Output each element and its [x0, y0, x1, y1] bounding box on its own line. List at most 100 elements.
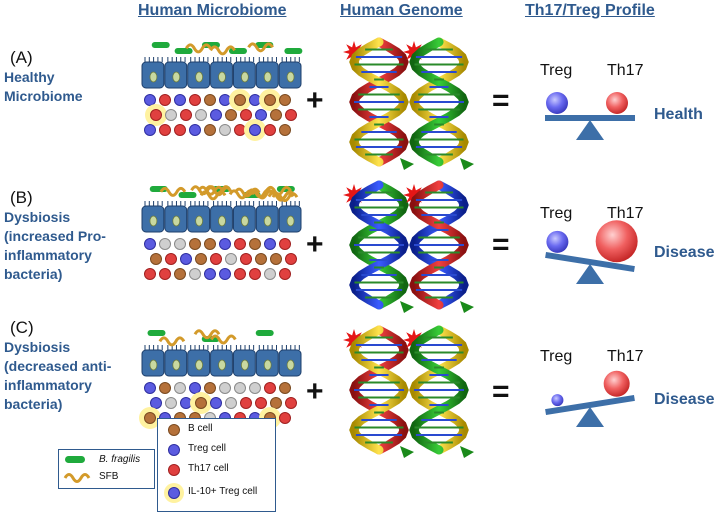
immune-cell [144, 382, 156, 394]
row-b-letter: (B) [10, 188, 33, 207]
immune-cell [219, 238, 231, 250]
nucleus [195, 215, 204, 227]
immune-cell [174, 268, 186, 280]
immune-cell [204, 268, 216, 280]
balance-scales [545, 92, 638, 427]
immune-cell [234, 94, 246, 106]
header-genome: Human Genome [340, 2, 463, 19]
treg-label-a: Treg [540, 62, 573, 79]
microbiome-panels [139, 42, 303, 429]
outcome-disease-c: Disease [654, 391, 715, 408]
immune-cell [144, 412, 156, 424]
immune-cell [234, 382, 246, 394]
arrow-tip-icon [460, 301, 474, 313]
dna-helix-2 [343, 180, 414, 313]
sfb-icon [63, 473, 91, 483]
sfb-bacterium [267, 191, 295, 202]
th17-label-a: Th17 [607, 62, 644, 79]
immune-cell [219, 382, 231, 394]
immune-cell [285, 397, 297, 409]
immune-cell [210, 397, 222, 409]
immune-cell [219, 124, 231, 136]
row-a-desc-1: Healthy [4, 69, 55, 85]
immune-cell [204, 94, 216, 106]
row-b-desc-3: inflammatory [4, 247, 92, 263]
immune-cell [225, 397, 237, 409]
treg-ball [546, 230, 569, 253]
th17-ball [595, 220, 638, 263]
immune-cell [285, 109, 297, 121]
th17-ball [606, 92, 628, 114]
outcome-disease-b: Disease [654, 244, 715, 261]
immune-cell [264, 382, 276, 394]
scale-beam [545, 394, 635, 416]
immune-cell [144, 238, 156, 250]
equals-sign-c: = [492, 375, 510, 408]
row-c-desc-2: (decreased anti- [4, 358, 112, 374]
row-a-desc-2: Microbiome [4, 88, 83, 104]
immune-cell [189, 124, 201, 136]
scale-a [545, 92, 635, 140]
immune-cell [264, 124, 276, 136]
sfb-bacterium [210, 334, 237, 345]
nucleus [149, 71, 158, 83]
immune-cell [204, 124, 216, 136]
nucleus [149, 215, 158, 227]
microbiome-panel-a [141, 42, 303, 141]
nucleus [240, 215, 249, 227]
microbiome-panel-c [139, 329, 302, 429]
row-c-desc-3: inflammatory [4, 377, 92, 393]
plus-sign-b: + [306, 228, 324, 261]
immune-cell [174, 382, 186, 394]
nucleus [263, 71, 272, 83]
sfb-bacterium [185, 43, 212, 54]
immune-cell [249, 382, 261, 394]
immune-cell [189, 382, 201, 394]
immune-cell [144, 268, 156, 280]
legend-bfragilis-label: B. fragilis [99, 454, 141, 465]
immune-cell [165, 253, 177, 265]
legend-treg-label: Treg cell [188, 443, 226, 454]
immune-cell [285, 253, 297, 265]
th17-label-c: Th17 [607, 348, 644, 365]
treg-ball [546, 92, 568, 114]
sfb-bacterium [233, 187, 261, 198]
row-c-letter: (C) [10, 318, 34, 337]
immune-cell [255, 109, 267, 121]
immune-cell [165, 397, 177, 409]
nucleus [172, 359, 181, 371]
immune-cell [234, 124, 246, 136]
arrow-tip-icon [400, 446, 414, 458]
treg-label-b: Treg [540, 205, 573, 222]
sfb-bacterium [228, 189, 256, 200]
immune-cell [165, 109, 177, 121]
nucleus [263, 215, 272, 227]
immune-cell [240, 109, 252, 121]
treg-label-c: Treg [540, 348, 573, 365]
treg-ball [551, 394, 564, 407]
immune-cell [159, 382, 171, 394]
legend-bacteria-icons [63, 456, 91, 483]
row-b-desc-4: bacteria) [4, 266, 63, 282]
immune-cell [195, 253, 207, 265]
row-c-desc-1: Dysbiosis [4, 339, 71, 355]
sfb-bacterium [247, 42, 274, 53]
immune-cell [264, 238, 276, 250]
bcell-icon [168, 424, 180, 436]
legend-bcell-label: B cell [188, 423, 213, 434]
nucleus [263, 359, 272, 371]
scale-fulcrum-icon [576, 407, 604, 427]
row-b-desc-2: (increased Pro- [4, 228, 106, 244]
immune-cell [144, 94, 156, 106]
row-b-desc-1: Dysbiosis [4, 209, 71, 225]
legend-th17-label: Th17 cell [188, 463, 229, 474]
immune-cell [279, 94, 291, 106]
dna-helices [343, 37, 474, 458]
immune-cell [279, 412, 291, 424]
immune-cell [159, 268, 171, 280]
legend-bacteria: B. fragilis SFB [58, 449, 155, 489]
immune-cell [195, 397, 207, 409]
immune-cell [159, 94, 171, 106]
bfragilis-bacterium [174, 48, 193, 54]
nucleus [286, 215, 295, 227]
